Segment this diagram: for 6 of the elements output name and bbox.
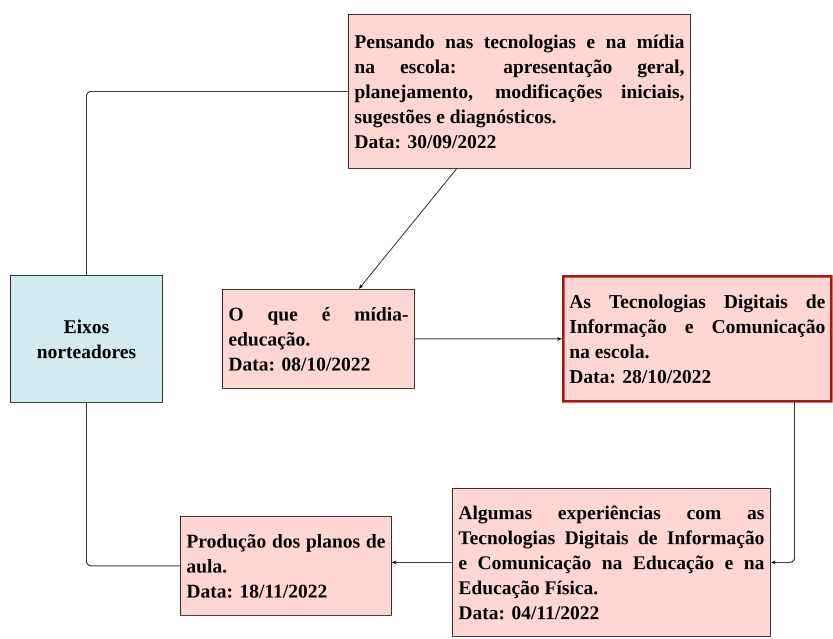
topic-box: Algumas experiências com as Tecnologias Digitais de Informação e Comunicação na Educação e na Educação Física. Data: 04/11/2022	[452, 488, 771, 637]
topic-box: As Tecnologias Digitais de Informação e Comunicação na escola. Data: 28/10/2022	[562, 275, 833, 403]
topic-box: Pensando nas tecnologias e na mídia na escola: apresentação geral, planejamento, modificações iniciais, sugestões e diagnósticos. Data: 30/09/2022	[348, 14, 691, 169]
axis-box: Eixos norteadores	[10, 275, 163, 403]
topic-box: Produção dos planos de aula. Data: 18/11/2022	[180, 516, 392, 616]
topic-box: O que é mídia-educação. Data: 08/10/2022	[222, 289, 415, 389]
